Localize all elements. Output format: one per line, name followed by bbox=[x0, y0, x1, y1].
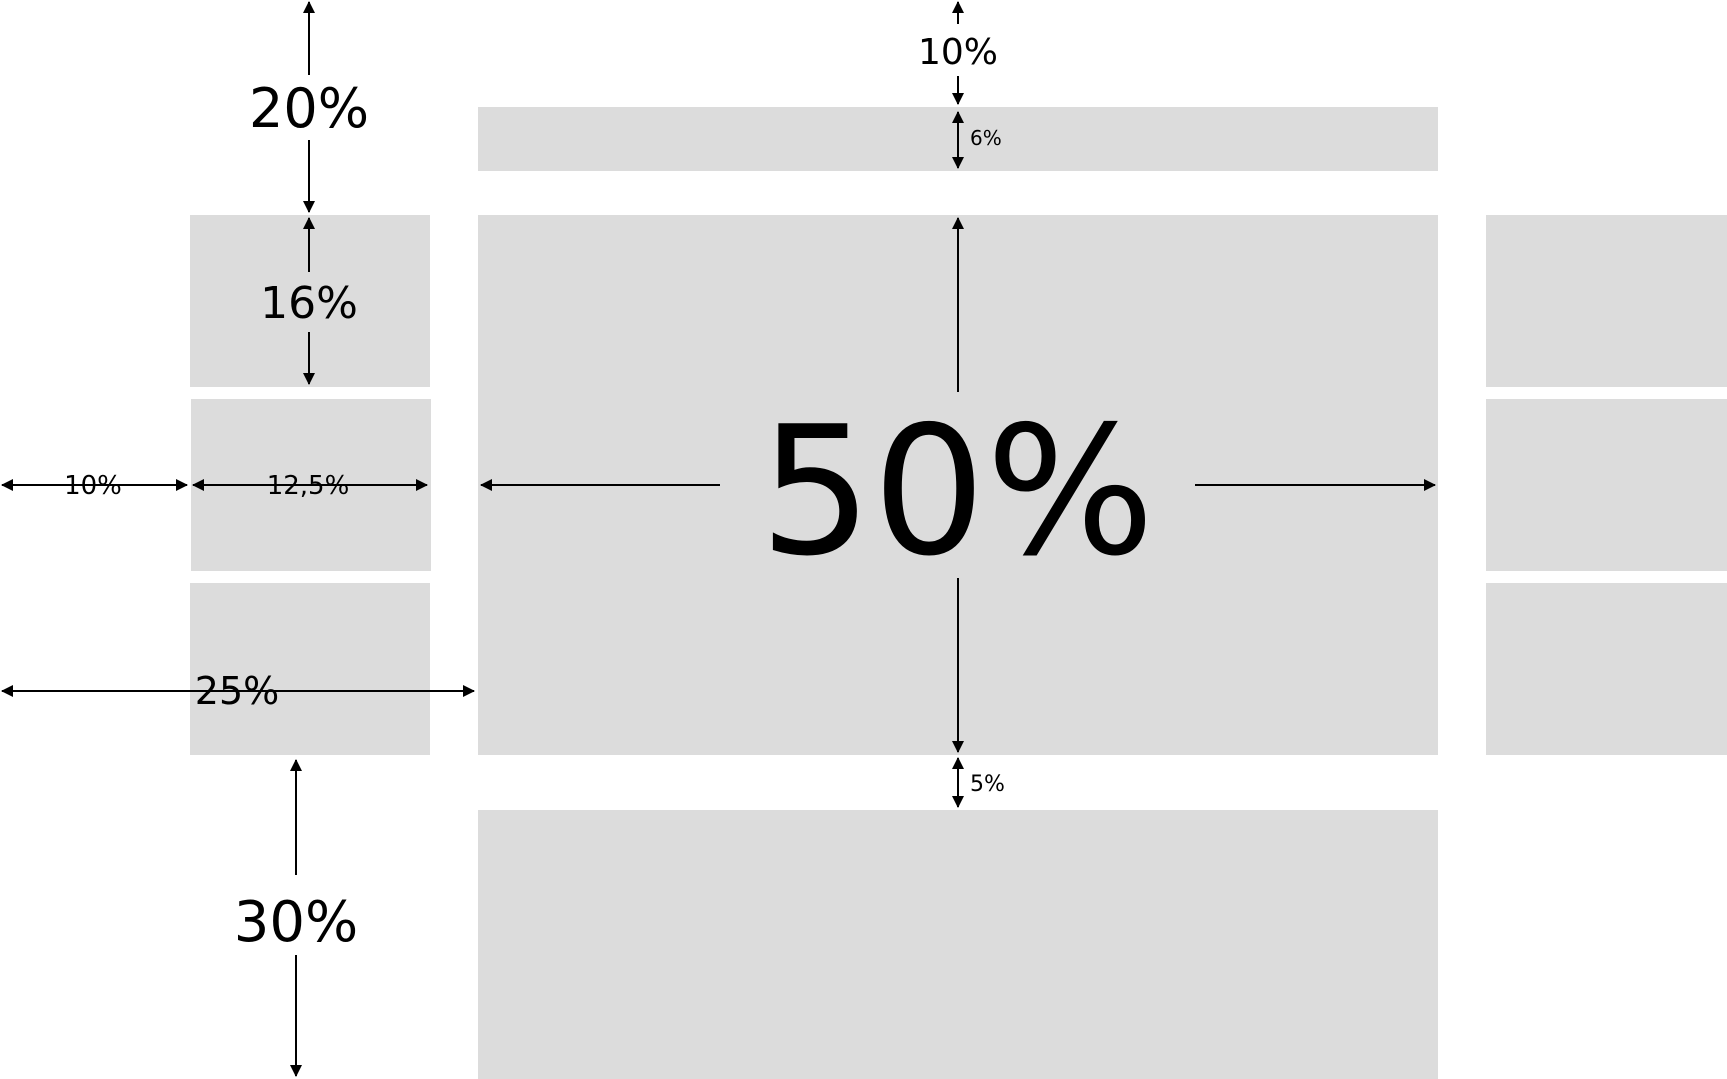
left-panel-bottom bbox=[190, 583, 430, 755]
left-total-width-label: 25% bbox=[195, 669, 279, 713]
gap-below-main-label: 5% bbox=[970, 772, 1005, 797]
right-panel-top bbox=[1486, 215, 1727, 387]
footer-panel bbox=[478, 810, 1438, 1079]
left-block-width-label: 12,5% bbox=[267, 471, 350, 501]
right-panel-middle bbox=[1486, 399, 1727, 571]
left-block-height-label: 16% bbox=[260, 278, 358, 329]
header-height-label: 6% bbox=[970, 126, 1002, 150]
left-bottom-margin-label: 30% bbox=[234, 890, 358, 955]
dimension-labels: 10% 6% 20% 16% 10% 12,5% 25% 50% 5% 30% bbox=[64, 32, 1155, 955]
left-top-margin-label: 20% bbox=[249, 77, 369, 140]
dimension-arrows bbox=[1, 1, 1436, 1077]
right-panel-bottom bbox=[1486, 583, 1727, 755]
top-margin-label: 10% bbox=[918, 32, 998, 73]
left-margin-label: 10% bbox=[64, 471, 122, 501]
main-size-label: 50% bbox=[759, 388, 1155, 595]
